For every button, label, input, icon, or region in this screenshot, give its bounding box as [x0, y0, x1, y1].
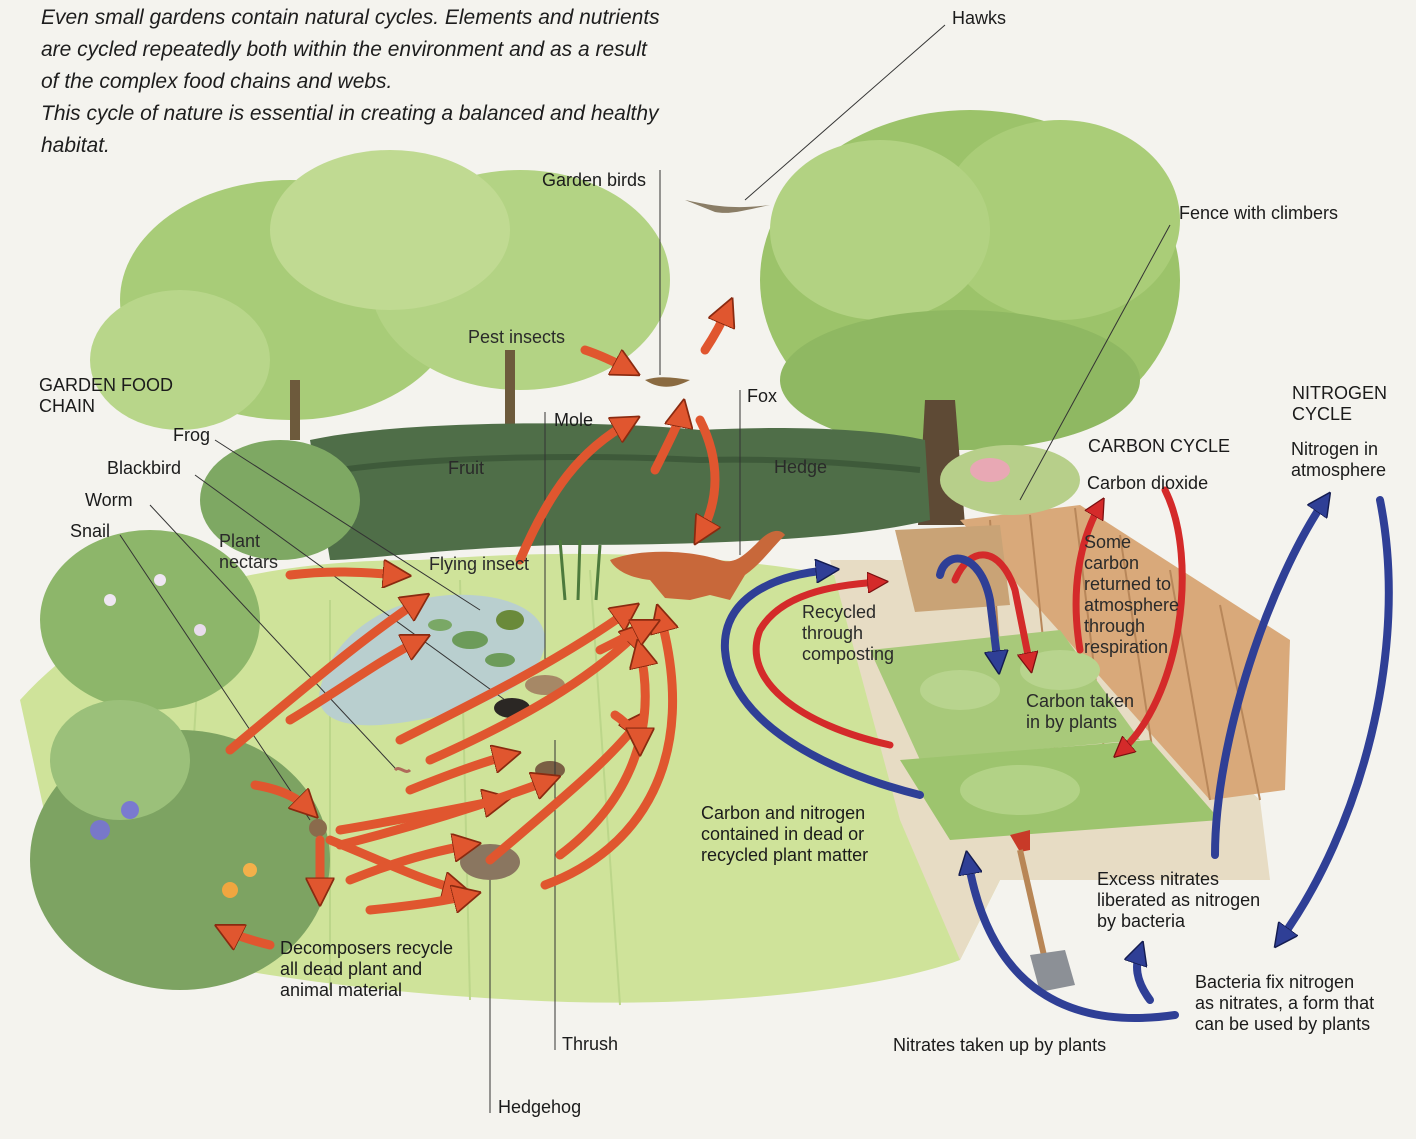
label-carbon-taken-in-by-plants: Carbon taken in by plants — [1026, 691, 1134, 733]
label-thrush: Thrush — [562, 1034, 618, 1055]
frog — [496, 610, 524, 630]
label-mole: Mole — [554, 410, 593, 431]
label-frog: Frog — [173, 425, 210, 446]
label-pest-insects: Pest insects — [468, 327, 565, 348]
label-fence-with-climbers: Fence with climbers — [1179, 203, 1338, 224]
hawk — [685, 200, 770, 213]
label-garden-food-chain: GARDEN FOOD CHAIN — [39, 375, 173, 417]
label-nitrates-taken-up: Nitrates taken up by plants — [893, 1035, 1106, 1056]
garden-bird — [645, 377, 690, 387]
label-worm: Worm — [85, 490, 133, 511]
label-nitrogen-in-atmosphere: Nitrogen in atmosphere — [1291, 439, 1386, 481]
background-trees — [90, 150, 670, 440]
label-carbon-cycle: CARBON CYCLE — [1088, 436, 1230, 457]
label-garden-birds: Garden birds — [542, 170, 646, 191]
label-carbon-nitrogen-dead-matter: Carbon and nitrogen contained in dead or… — [701, 803, 868, 866]
label-recycled-through-composting: Recycled through composting — [802, 602, 894, 665]
label-blackbird: Blackbird — [107, 458, 181, 479]
label-hedgehog: Hedgehog — [498, 1097, 581, 1118]
label-hedge: Hedge — [774, 457, 827, 478]
label-nitrogen-cycle: NITROGEN CYCLE — [1292, 383, 1387, 425]
label-snail: Snail — [70, 521, 110, 542]
label-bacteria-fix-nitrogen: Bacteria fix nitrogen as nitrates, a for… — [1195, 972, 1374, 1035]
label-fruit: Fruit — [448, 458, 484, 479]
label-flying-insect: Flying insect — [429, 554, 529, 575]
label-hawks: Hawks — [952, 8, 1006, 29]
label-some-carbon-returned: Some carbon returned to atmosphere throu… — [1084, 532, 1179, 658]
intro-text: Even small gardens contain natural cycle… — [41, 2, 661, 162]
hedge — [310, 423, 930, 560]
label-decomposers: Decomposers recycle all dead plant and a… — [280, 938, 453, 1001]
label-plant-nectars: Plant nectars — [219, 531, 278, 573]
label-excess-nitrates: Excess nitrates liberated as nitrogen by… — [1097, 869, 1260, 932]
label-carbon-dioxide: Carbon dioxide — [1087, 473, 1208, 494]
snail — [309, 819, 327, 837]
label-fox: Fox — [747, 386, 777, 407]
